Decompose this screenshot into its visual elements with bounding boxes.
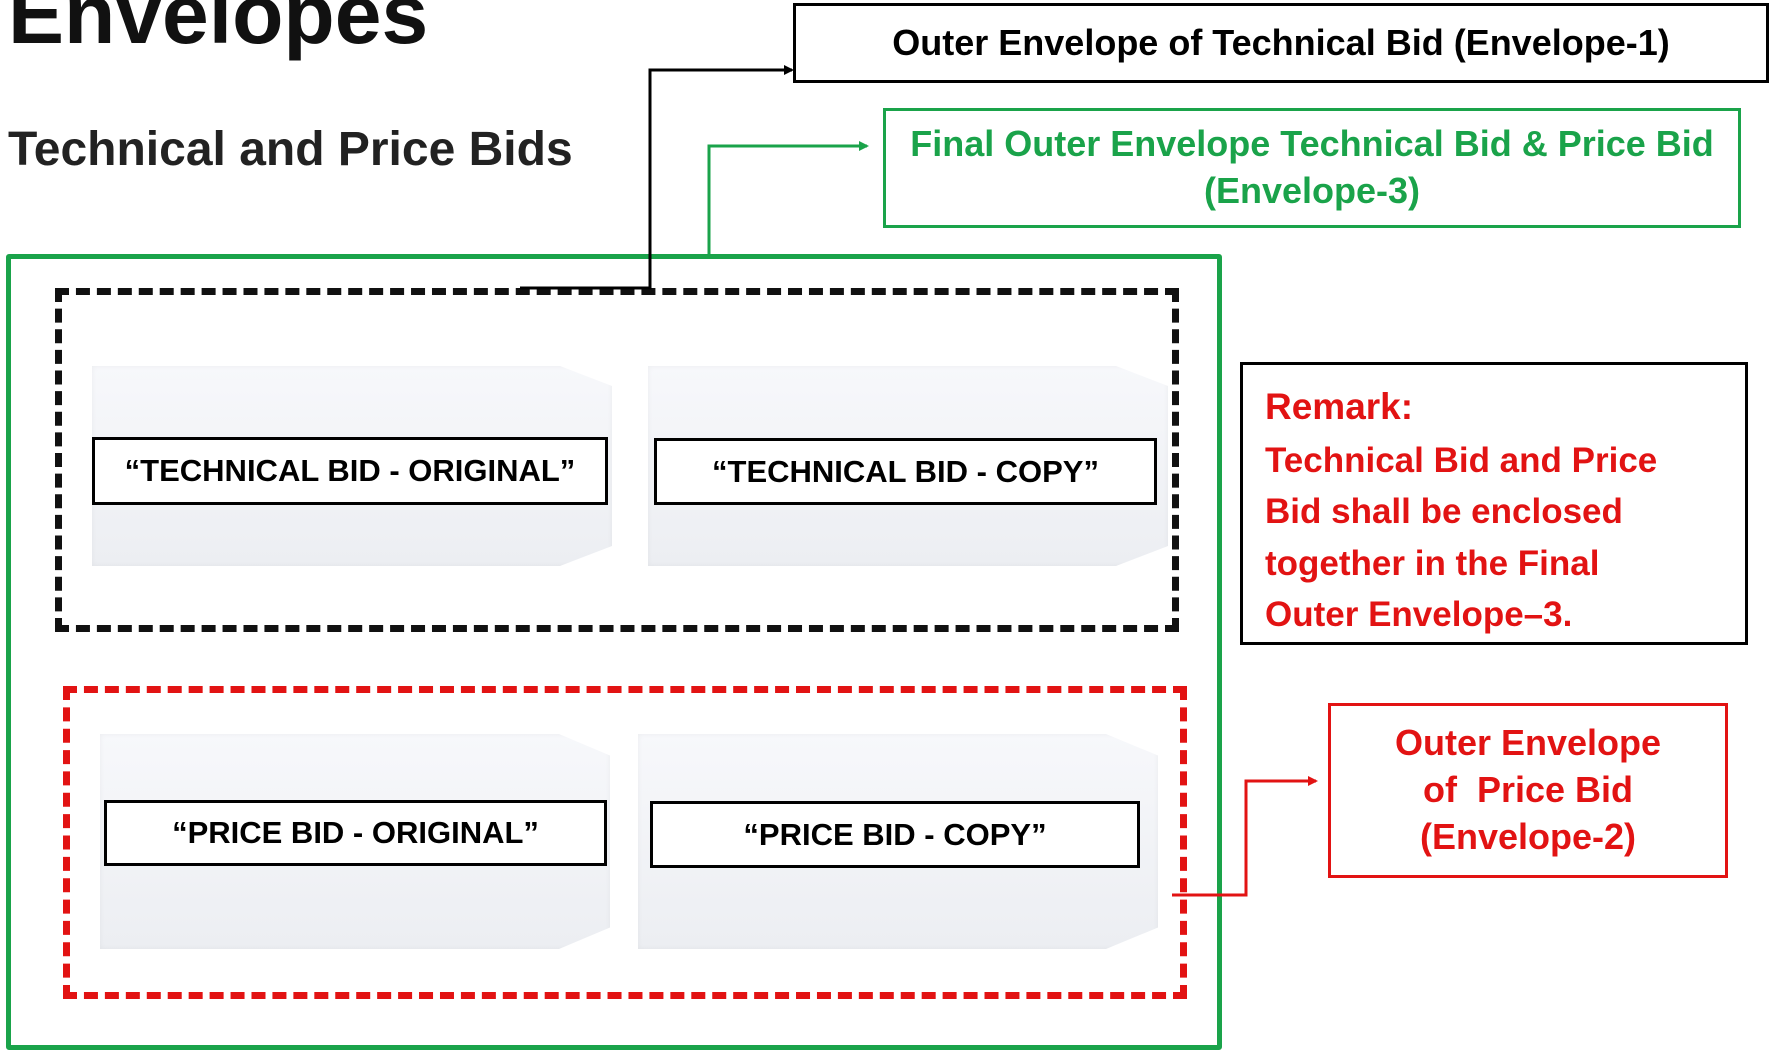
envelope-3-label-line1: Final Outer Envelope Technical Bid & Pri… — [910, 123, 1714, 165]
envelope-3-callout: Final Outer Envelope Technical Bid & Pri… — [883, 108, 1741, 228]
envelope-2-label-line2: of Price Bid — [1422, 769, 1634, 811]
envelope-2-callout: Outer Envelope of Price Bid (Envelope-2) — [1328, 703, 1728, 878]
page-title: Envelopes — [8, 0, 429, 61]
envelope-3-label-line2: (Envelope-3) — [1203, 170, 1421, 211]
envelope-1-label: Outer Envelope of Technical Bid (Envelop… — [892, 21, 1670, 63]
price-copy-label: “PRICE BID - COPY” — [650, 801, 1140, 868]
remark-text: Technical Bid and Price Bid shall be enc… — [1265, 441, 1658, 634]
page-subtitle: Technical and Price Bids — [8, 123, 573, 176]
price-original-label: “PRICE BID - ORIGINAL” — [104, 800, 607, 866]
envelope-2-label-line3: (Envelope-2) — [1419, 815, 1637, 857]
envelope-2-label-line1: Outer Envelope — [1394, 722, 1662, 764]
price-bid-group-frame — [63, 686, 1187, 999]
arrow-to-envelope-3 — [707, 141, 869, 258]
technical-copy-label: “TECHNICAL BID - COPY” — [654, 438, 1157, 505]
envelope-1-callout: Outer Envelope of Technical Bid (Envelop… — [793, 3, 1769, 83]
arrow-to-envelope-1 — [520, 65, 794, 290]
remark-title: Remark: — [1265, 386, 1414, 427]
technical-original-label: “TECHNICAL BID - ORIGINAL” — [92, 437, 608, 505]
final-outer-envelope-frame — [6, 254, 1222, 1050]
technical-bid-group-frame — [55, 288, 1179, 632]
arrow-to-envelope-2 — [1172, 776, 1318, 897]
remark-box: Remark: Technical Bid and Price Bid shal… — [1240, 362, 1748, 645]
